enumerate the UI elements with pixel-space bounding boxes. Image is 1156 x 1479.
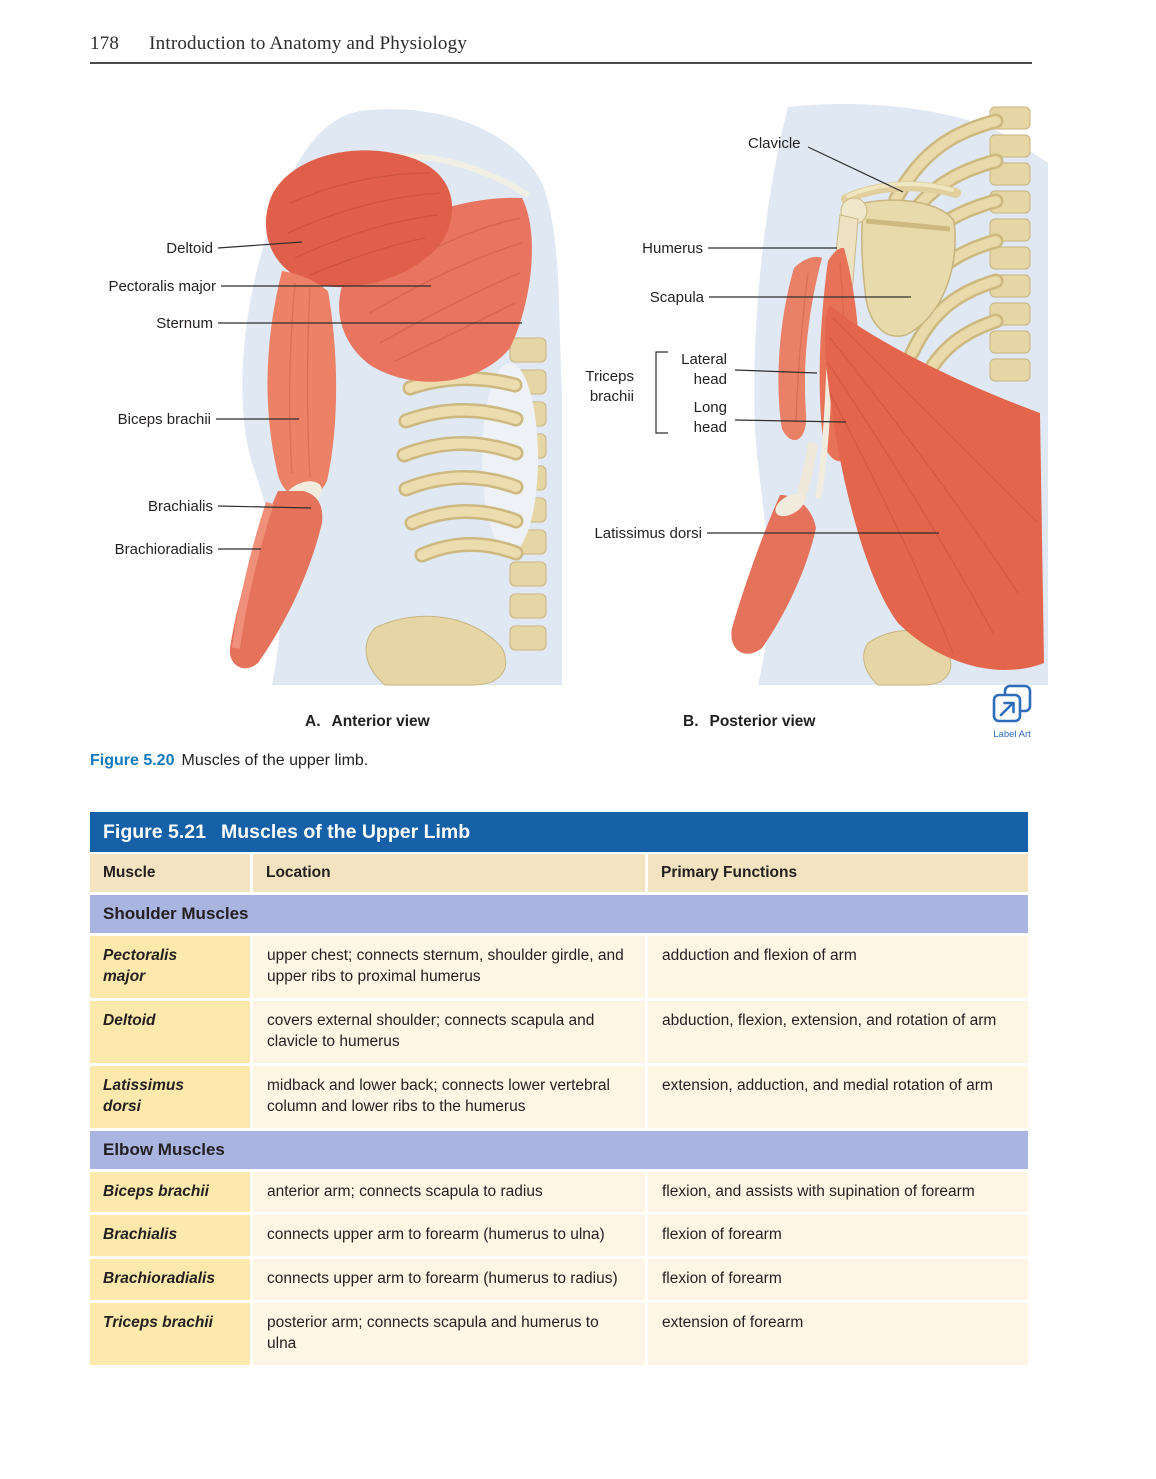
- muscle-name-cell: Brachioradialis: [90, 1259, 250, 1301]
- label-triceps-brachii: Triceps brachii: [585, 368, 634, 405]
- table-title-number: Figure 5.21: [103, 821, 206, 843]
- muscle-name-cell: Deltoid: [90, 1000, 250, 1063]
- label-latissimus-dorsi: Latissimus dorsi: [594, 525, 702, 542]
- functions-cell: flexion of forearm: [648, 1215, 1028, 1257]
- header-rule: [90, 62, 1032, 64]
- section-header-elbow-muscles: Elbow Muscles: [90, 1130, 1028, 1169]
- location-cell: upper chest; connects sternum, shoulder …: [253, 936, 645, 998]
- location-cell: connects upper arm to forearm (humerus t…: [253, 1215, 645, 1257]
- figure-5-21-table: Figure 5.21 Muscles of the Upper Limb Mus…: [90, 812, 1028, 1366]
- label-lateral-head: Lateral head: [681, 351, 727, 388]
- label-humerus: Humerus: [642, 240, 703, 257]
- section-header-shoulder-muscles: Shoulder Muscles: [90, 895, 1028, 933]
- label-art-button[interactable]: Label Art: [988, 684, 1036, 740]
- page-number: 178: [90, 33, 120, 54]
- label-sternum: Sternum: [156, 315, 213, 332]
- functions-cell: flexion of forearm: [648, 1259, 1028, 1301]
- column-header-location: Location: [253, 854, 645, 892]
- location-cell: posterior arm; connects scapula and hume…: [253, 1303, 645, 1366]
- figure-5-20-caption: Figure 5.20 Muscles of the upper limb.: [90, 752, 368, 770]
- panel-b-caption: B. Posterior view: [683, 713, 815, 731]
- figure-caption-text: Muscles of the upper limb.: [181, 752, 369, 769]
- panel-a-letter: A.: [305, 713, 321, 730]
- running-head: 178 Introduction to Anatomy and Physiolog…: [90, 33, 467, 55]
- label-biceps-brachii: Biceps brachii: [117, 411, 211, 428]
- table-title-bar: Figure 5.21 Muscles of the Upper Limb: [90, 812, 1028, 852]
- muscle-name-cell: Biceps brachii: [90, 1171, 250, 1213]
- chapter-title: Introduction to Anatomy and Physiology: [149, 33, 468, 54]
- label-art-icon: [992, 684, 1032, 723]
- label-pectoralis-major: Pectoralis major: [108, 278, 216, 295]
- column-header-muscle: Muscle: [90, 854, 250, 892]
- anterior-view-illustration: [229, 109, 562, 686]
- location-cell: anterior arm; connects scapula to radius: [253, 1171, 645, 1213]
- label-scapula: Scapula: [649, 289, 704, 306]
- column-header-functions: Primary Functions: [648, 854, 1028, 892]
- muscle-name-cell: Latissimus dorsi: [90, 1065, 250, 1128]
- panel-a-caption-text: Anterior view: [331, 713, 430, 730]
- muscle-name-cell: Pectoralis major: [90, 936, 250, 998]
- label-deltoid: Deltoid: [166, 240, 213, 257]
- figure-caption-number: Figure 5.20: [90, 752, 175, 769]
- posterior-view-illustration: [731, 104, 1048, 686]
- table-grid: Muscle Location Primary Functions Should…: [90, 854, 1028, 1366]
- location-cell: midback and lower back; connects lower v…: [253, 1065, 645, 1128]
- location-cell: connects upper arm to forearm (humerus t…: [253, 1259, 645, 1301]
- panel-b-caption-text: Posterior view: [709, 713, 816, 730]
- functions-cell: extension, adduction, and medial rotatio…: [648, 1065, 1028, 1128]
- label-clavicle: Clavicle: [748, 135, 801, 152]
- label-art-label: Label Art: [993, 729, 1031, 740]
- functions-cell: adduction and flexion of arm: [648, 936, 1028, 998]
- muscle-name-cell: Triceps brachii: [90, 1303, 250, 1366]
- figure-5-20: Deltoid Pectoralis major Sternum Biceps …: [90, 95, 1048, 750]
- label-brachialis: Brachialis: [147, 498, 213, 515]
- location-cell: covers external shoulder; connects scapu…: [253, 1000, 645, 1063]
- label-brachioradialis: Brachioradialis: [114, 541, 213, 558]
- panel-b-letter: B.: [683, 713, 699, 730]
- functions-cell: abduction, flexion, extension, and rotat…: [648, 1000, 1028, 1063]
- table-title-text: Muscles of the Upper Limb: [220, 821, 471, 843]
- muscle-name-cell: Brachialis: [90, 1215, 250, 1257]
- label-long-head: Long head: [693, 399, 727, 436]
- functions-cell: flexion, and assists with supination of …: [648, 1171, 1028, 1213]
- functions-cell: extension of forearm: [648, 1303, 1028, 1366]
- panel-a-caption: A. Anterior view: [305, 713, 430, 731]
